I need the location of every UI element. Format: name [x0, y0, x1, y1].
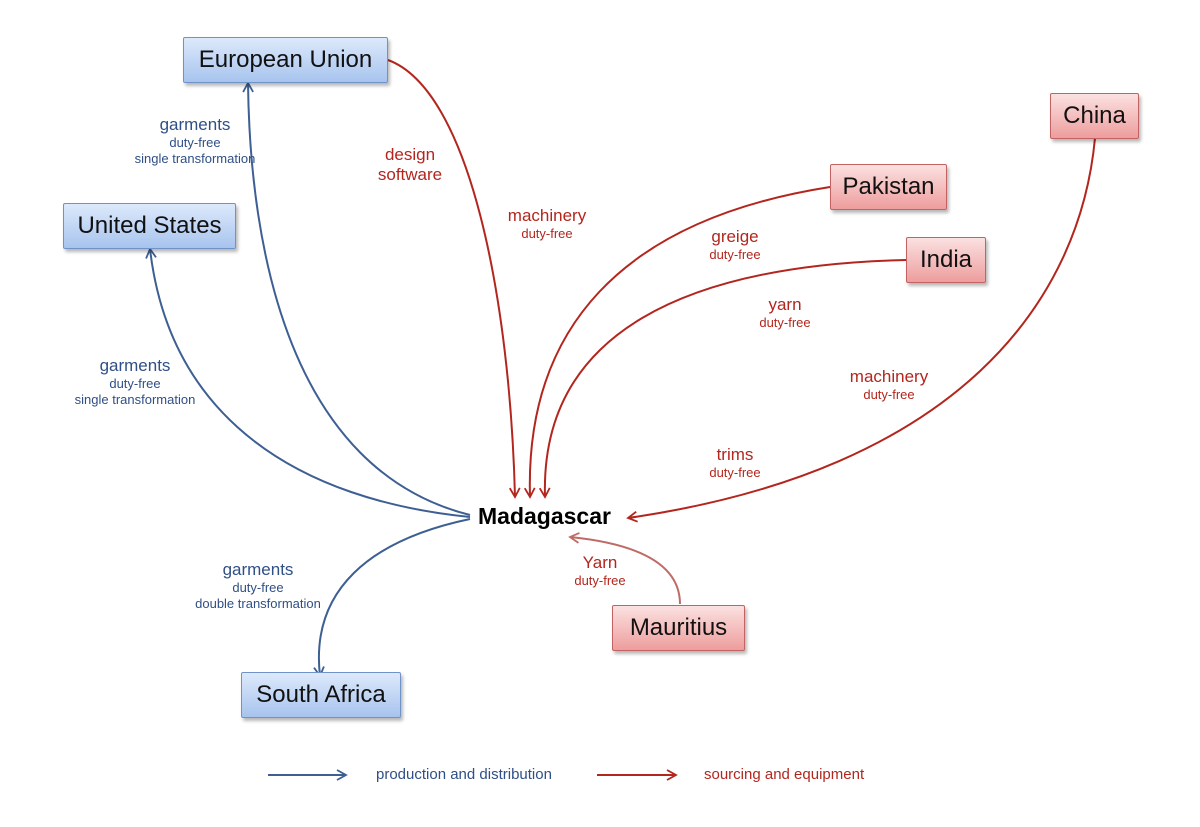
arrow-from-mauritius	[568, 532, 681, 605]
label-from-china-machinery-terms: duty-free	[863, 387, 915, 403]
china-box: China	[1050, 93, 1139, 139]
label-from-pakistan-terms: duty-free	[709, 247, 761, 263]
label-to-us: garments duty-free single transformation	[45, 356, 225, 408]
label-from-eu-design-line1: design	[384, 145, 436, 164]
legend-red-label: sourcing and equipment	[704, 766, 865, 783]
label-from-eu-machinery: machinery duty-free	[487, 206, 607, 242]
arrow-to-european-union	[242, 81, 471, 516]
label-from-pakistan-product: greige	[711, 227, 759, 246]
arrow-to-south-africa	[313, 518, 471, 678]
label-to-za-terms: duty-free	[232, 580, 284, 596]
label-from-mauritius-product: Yarn	[582, 553, 618, 572]
label-from-china-machinery-product: machinery	[849, 367, 929, 386]
label-to-za: garments duty-free double transformation	[168, 560, 348, 612]
label-to-eu-product: garments	[159, 115, 231, 134]
label-from-mauritius: Yarn duty-free	[545, 553, 655, 589]
arrow-from-european-union	[387, 59, 521, 499]
label-to-us-product: garments	[99, 356, 171, 375]
arrow-from-china	[626, 137, 1096, 523]
label-to-us-rule: single transformation	[74, 391, 196, 407]
arrow-to-united-states	[145, 247, 471, 518]
label-to-us-terms: duty-free	[109, 376, 161, 392]
arrow-from-india	[538, 259, 907, 499]
south-africa-box: South Africa	[241, 672, 401, 718]
label-from-india: yarn duty-free	[730, 295, 840, 331]
label-from-india-terms: duty-free	[759, 315, 811, 331]
label-from-china-trims: trims duty-free	[680, 445, 790, 481]
label-from-china-trims-terms: duty-free	[709, 465, 761, 481]
legend-blue-label: production and distribution	[376, 766, 552, 783]
arrow-from-pakistan	[523, 186, 831, 499]
pakistan-box: Pakistan	[830, 164, 947, 210]
label-from-india-product: yarn	[768, 295, 802, 314]
label-to-za-rule: double transformation	[195, 595, 321, 611]
label-to-eu-rule: single transformation	[134, 150, 256, 166]
label-from-eu-machinery-terms: duty-free	[521, 226, 573, 242]
label-from-china-machinery: machinery duty-free	[829, 367, 949, 403]
label-from-eu-design: design software	[350, 145, 470, 186]
mauritius-box: Mauritius	[612, 605, 745, 651]
label-from-mauritius-terms: duty-free	[574, 573, 626, 589]
madagascar-hub: Madagascar	[478, 503, 611, 529]
label-to-za-product: garments	[222, 560, 294, 579]
label-to-eu: garments duty-free single transformation	[105, 115, 285, 167]
european-union-box: European Union	[183, 37, 388, 83]
india-box: India	[906, 237, 986, 283]
label-from-pakistan: greige duty-free	[680, 227, 790, 263]
united-states-box: United States	[63, 203, 236, 249]
label-from-eu-machinery-product: machinery	[507, 206, 587, 225]
label-to-eu-terms: duty-free	[169, 135, 221, 151]
label-from-eu-design-line2: software	[377, 165, 443, 185]
label-from-china-trims-product: trims	[716, 445, 754, 464]
